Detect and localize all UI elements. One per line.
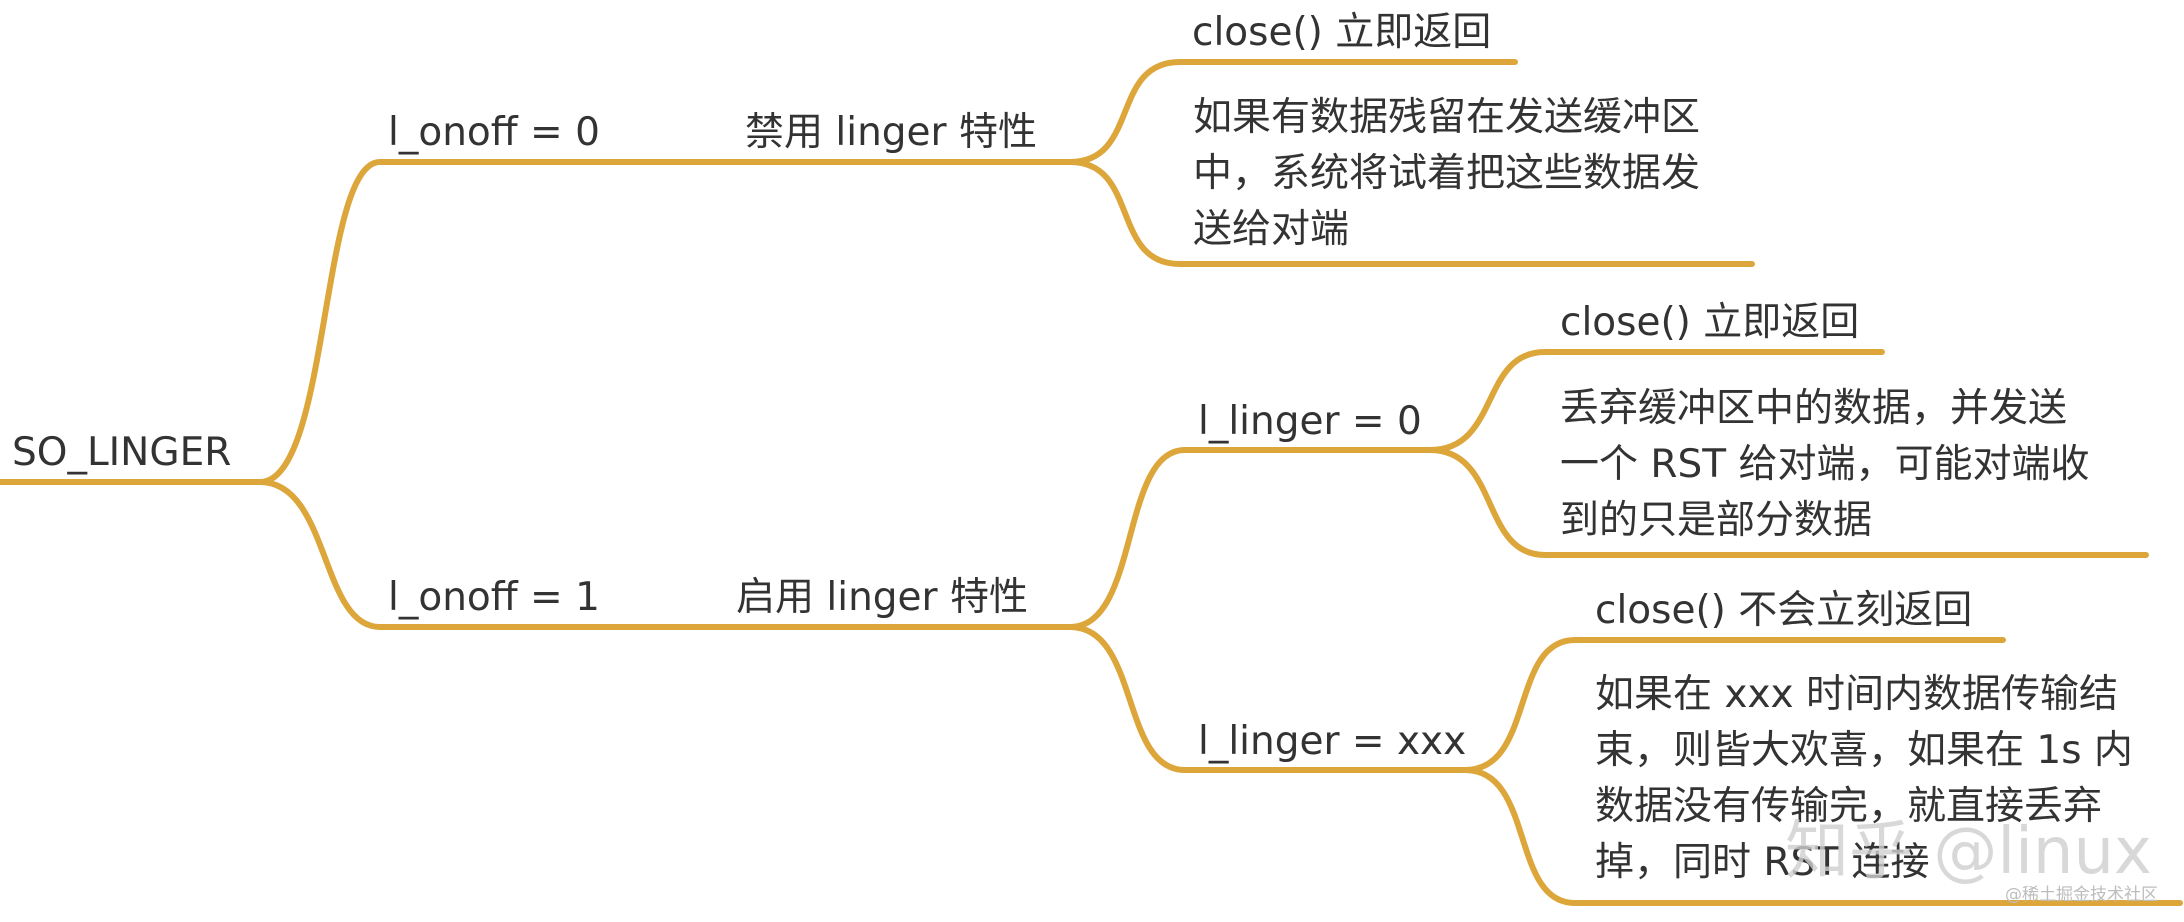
zero-result-detail: 丢弃缓冲区中的数据，并发送 一个 RST 给对端，可能对端收 到的只是部分数据 [1560, 381, 2089, 549]
connector-root-on [257, 479, 383, 630]
root-label: SO_LINGER [12, 430, 232, 475]
zero-detail-line: 一个 RST 给对端，可能对端收 [1560, 442, 2090, 487]
off-condition-label: l_onoff = 0 [388, 110, 600, 155]
timeout-detail-line: 掉，同时 RST 连接 [1595, 840, 1930, 885]
off-detail-line: 如果有数据残留在发送缓冲区 [1193, 95, 1701, 140]
connector-zero-detail [1427, 447, 2149, 558]
connector-off-detail [1067, 159, 1755, 267]
timeout-result-title: close() 不会立刻返回 [1595, 588, 1973, 633]
off-detail-line: 中，系统将试着把这些数据发 [1193, 151, 1701, 196]
connector-on-zero [1067, 447, 1188, 630]
connector-root-off [257, 159, 383, 485]
off-result-detail: 如果有数据残留在发送缓冲区 中，系统将试着把这些数据发 送给对端 [1193, 90, 1700, 258]
connector-on-timeout [1067, 624, 1188, 773]
zero-detail-line: 到的只是部分数据 [1560, 498, 1873, 543]
connector-off-title [1067, 59, 1518, 165]
timeout-result-detail: 如果在 xxx 时间内数据传输结 束，则皆大欢喜，如果在 1s 内 数据没有传输… [1595, 667, 2133, 891]
watermark-main: 知乎 @linux [1785, 815, 2152, 889]
timeout-detail-line: 如果在 xxx 时间内数据传输结 [1595, 672, 2119, 717]
off-detail-line: 送给对端 [1193, 207, 1350, 252]
connector-timeout-title [1462, 637, 2006, 773]
watermark-sub: @稀土掘金技术社区 [2005, 885, 2158, 905]
on-condition-label: l_onoff = 1 [388, 575, 600, 620]
off-effect-label: 禁用 linger 特性 [745, 110, 1037, 155]
timeout-detail-line: 束，则皆大欢喜，如果在 1s 内 [1595, 728, 2133, 773]
connector-timeout-detail [1462, 767, 2183, 906]
timeout-detail-line: 数据没有传输完，就直接丢弃 [1595, 784, 2103, 829]
connector-zero-title [1427, 349, 1885, 453]
zero-condition-label: l_linger = 0 [1198, 399, 1422, 444]
zero-detail-line: 丢弃缓冲区中的数据，并发送 [1560, 386, 2068, 431]
off-result-title: close() 立即返回 [1192, 10, 1492, 55]
timeout-condition-label: l_linger = xxx [1198, 719, 1467, 764]
zero-result-title: close() 立即返回 [1560, 300, 1860, 345]
on-effect-label: 启用 linger 特性 [736, 575, 1028, 620]
